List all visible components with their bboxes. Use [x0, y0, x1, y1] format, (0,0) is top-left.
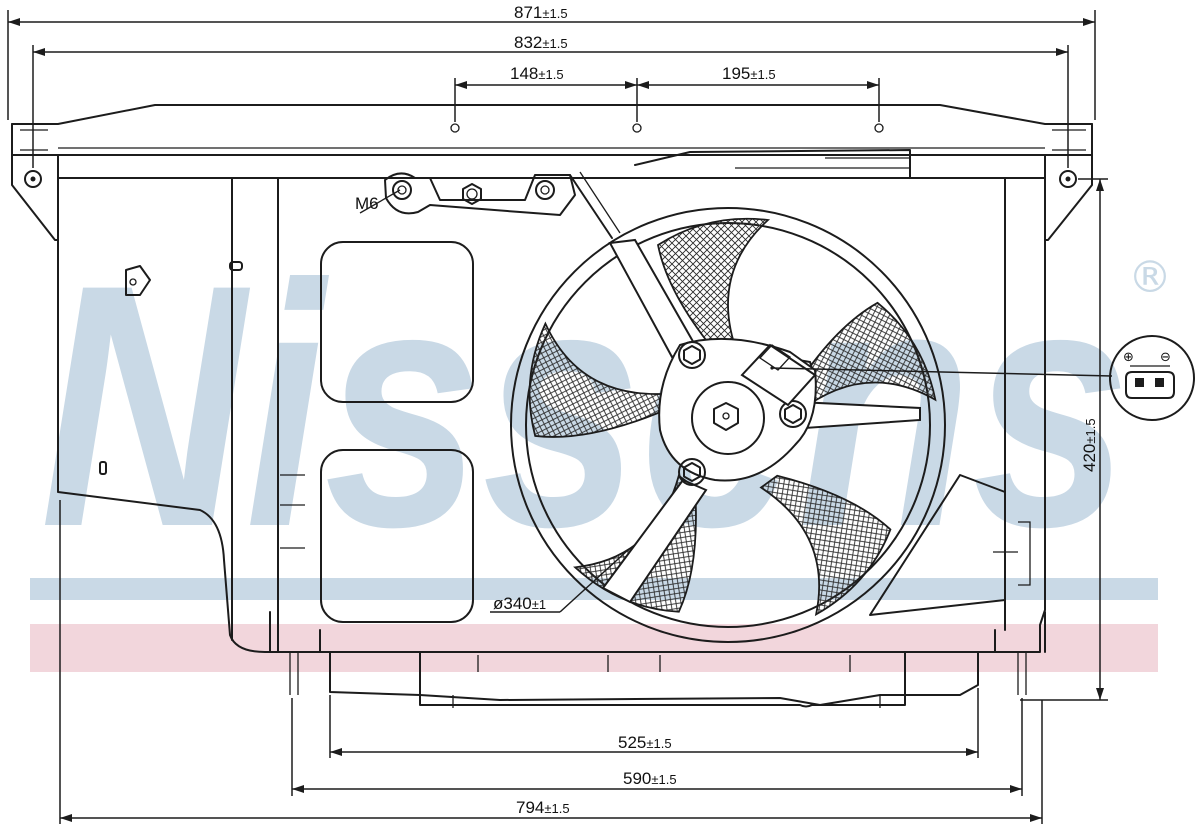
- dim-overall-width: 871±1.5: [514, 3, 568, 22]
- bottom-skirt: [269, 611, 1046, 653]
- shroud-body: [57, 177, 1046, 653]
- fan: [510, 171, 946, 643]
- connector-plus-symbol: ⊕: [1123, 350, 1134, 365]
- dim-hole-left: 148±1.5: [510, 64, 564, 83]
- dim-height: 420±1.5: [1080, 418, 1099, 472]
- motor-nut: [678, 341, 706, 369]
- motor-connector: [740, 343, 817, 407]
- connector-detail-circle: [1109, 335, 1195, 421]
- upper-window: [320, 241, 474, 403]
- motor-nut: [779, 400, 807, 428]
- fan-blade: [656, 217, 771, 356]
- right-mount-hole: [1059, 170, 1077, 188]
- left-mount-hole: [24, 170, 42, 188]
- dim-mount-spacing: 832±1.5: [514, 33, 568, 52]
- dim-hole-right: 195±1.5: [722, 64, 776, 83]
- watermark: Nissens ®: [30, 214, 1172, 672]
- shroud-frame: [11, 104, 1093, 708]
- top-hole-3: [874, 123, 884, 133]
- connector-plug: [1125, 371, 1175, 399]
- fan-diameter-label: ø340±1: [493, 594, 546, 613]
- connector-detail: ⊕ ⊖: [1109, 335, 1195, 421]
- fan-blade: [790, 301, 937, 415]
- top-hole-1: [450, 123, 460, 133]
- motor-nut: [678, 458, 706, 486]
- dim-lower-mid: 590±1.5: [623, 769, 677, 788]
- top-hole-2: [632, 123, 642, 133]
- lower-window: [320, 449, 474, 623]
- dim-lower-outer: 794±1.5: [516, 798, 570, 817]
- fan-blade: [528, 321, 666, 438]
- dimension-lines: [7, 10, 1113, 824]
- fan-ring-outer: [510, 207, 946, 643]
- watermark-registered-mark: ®: [1128, 252, 1172, 303]
- motor-bracket: [384, 172, 576, 216]
- bolt-size-label: M6: [355, 194, 379, 213]
- fan-blade: [759, 474, 892, 617]
- top-rail: [11, 104, 1093, 179]
- left-tab: [125, 265, 151, 296]
- watermark-stripe-pink: [30, 624, 1158, 672]
- dimension-labels: 871±1.5 832±1.5 148±1.5 195±1.5 420±1.5 …: [355, 3, 1099, 817]
- connector-minus-symbol: ⊖: [1160, 350, 1171, 365]
- dim-lower-inner: 525±1.5: [618, 733, 672, 752]
- fan-hub: [691, 381, 765, 455]
